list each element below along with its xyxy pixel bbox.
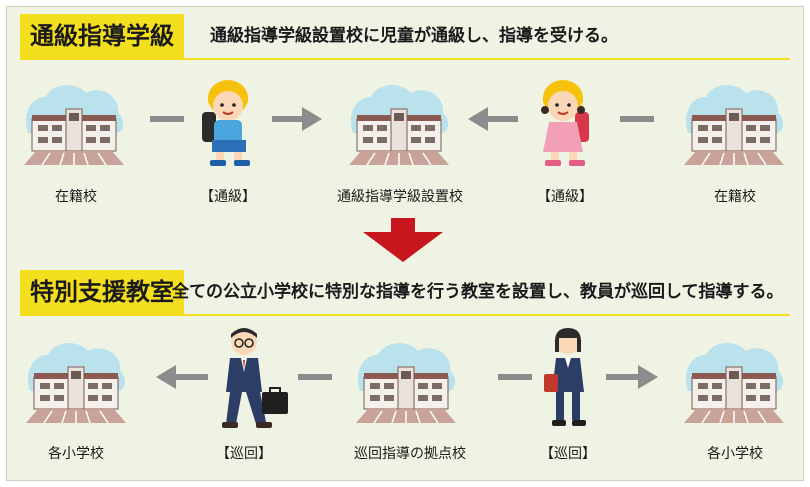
section1-left-travel-label: 【通級】 bbox=[200, 189, 256, 205]
school-building-icon bbox=[349, 85, 449, 166]
section1-rule bbox=[20, 58, 790, 60]
section2-right-travel-label: 【巡回】 bbox=[540, 446, 596, 462]
section1-center-school-label: 通級指導学級設置校 bbox=[337, 189, 463, 205]
school-building-icon bbox=[684, 343, 784, 424]
school-building-icon bbox=[356, 343, 456, 424]
connector-line-icon bbox=[620, 116, 654, 122]
section2-left-school-label: 各小学校 bbox=[48, 446, 104, 462]
arrow-right-icon bbox=[272, 107, 322, 131]
school-building-icon bbox=[26, 343, 126, 424]
section2-left-travel-label: 【巡回】 bbox=[216, 446, 272, 462]
section1-right-travel-label: 【通級】 bbox=[537, 189, 593, 205]
section1-description: 通級指導学級設置校に児童が通級し、指導を受ける。 bbox=[210, 26, 618, 46]
arrow-left-icon bbox=[156, 365, 208, 389]
connector-line-icon bbox=[298, 374, 332, 380]
section2-rule bbox=[20, 314, 790, 316]
connector-line-icon bbox=[498, 374, 532, 380]
down-arrow-icon bbox=[363, 218, 443, 262]
section1-title: 通級指導学級 bbox=[20, 14, 184, 58]
section1-right-school-label: 在籍校 bbox=[714, 189, 756, 205]
section2-center-school-label: 巡回指導の拠点校 bbox=[354, 446, 466, 462]
male-teacher-icon bbox=[222, 328, 288, 428]
section2-right-school-label: 各小学校 bbox=[707, 446, 763, 462]
school-building-icon bbox=[684, 85, 784, 166]
girl-student-icon bbox=[541, 80, 589, 166]
boy-student-icon bbox=[202, 80, 250, 166]
section2-title: 特別支援教室 bbox=[20, 270, 184, 314]
arrow-left-icon bbox=[468, 107, 518, 131]
connector-line-icon bbox=[150, 116, 184, 122]
arrow-right-icon bbox=[606, 365, 658, 389]
section2-description: 全ての公立小学校に特別な指導を行う教室を設置し、教員が巡回して指導する。 bbox=[172, 282, 784, 302]
section1-left-school-label: 在籍校 bbox=[55, 189, 97, 205]
school-building-icon bbox=[24, 85, 124, 166]
female-teacher-icon bbox=[544, 328, 586, 426]
